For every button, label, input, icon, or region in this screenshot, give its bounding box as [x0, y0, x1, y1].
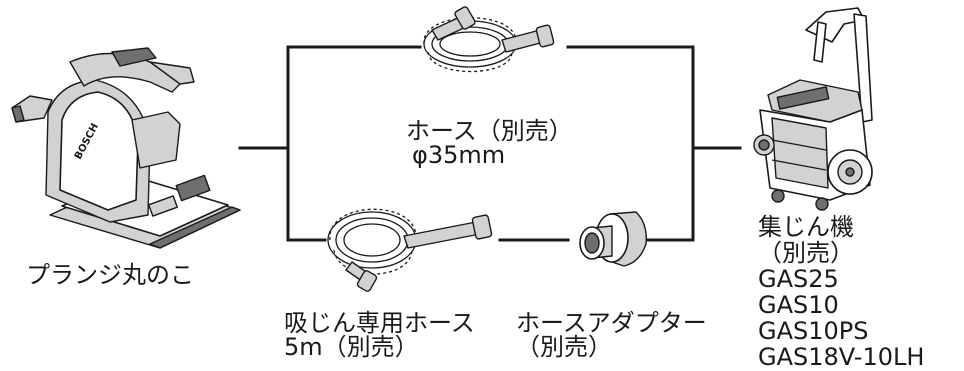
- vac-label-name: 集じん機: [758, 213, 854, 241]
- vac-model-1: GAS25: [758, 265, 839, 293]
- long-coiled-hose-icon: [327, 208, 493, 292]
- vac-model-3: GAS10PS: [758, 317, 869, 345]
- hose-bottom-label-length: 5m（別売）: [284, 333, 419, 361]
- hose-top-label-name: ホース（別売）: [406, 117, 573, 145]
- connector-lines: [238, 45, 742, 242]
- coiled-hose-icon: [423, 6, 555, 73]
- dust-extractor-icon: [753, 7, 873, 211]
- hose-adapter-icon: [579, 211, 647, 267]
- vac-label-note: （別売）: [758, 239, 854, 267]
- adapter-label-name: ホースアダプター: [516, 309, 707, 337]
- saw-label: プランジ丸のこ: [26, 261, 194, 289]
- vac-model-4: GAS18V-10LH: [758, 343, 925, 371]
- plunge-saw-icon: BOSCH: [11, 47, 241, 249]
- adapter-label-note: （別売）: [516, 333, 612, 361]
- hose-top-label-diameter: φ35mm: [412, 141, 506, 169]
- vac-label: 集じん機 （別売） GAS25 GAS10 GAS10PS GAS18V-10L…: [758, 214, 924, 370]
- hose-bottom-label-name: 吸じん専用ホース: [284, 309, 475, 337]
- vac-model-2: GAS10: [758, 291, 839, 319]
